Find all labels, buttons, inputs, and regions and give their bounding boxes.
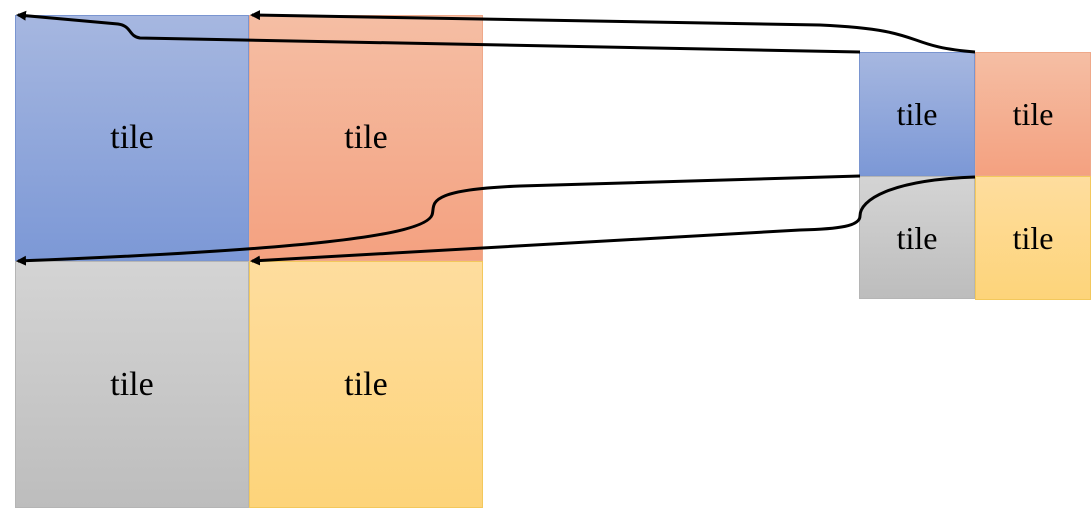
- large-tile-bottom-right-label: tile: [344, 365, 388, 403]
- small-tile-top-left-label: tile: [896, 96, 938, 132]
- large-tile-bottom-left: tile: [15, 261, 249, 508]
- small-tile-bottom-left: tile: [859, 176, 975, 299]
- large-tile-bottom-left-label: tile: [110, 365, 154, 403]
- small-tile-top-left: tile: [859, 52, 975, 176]
- small-tile-bottom-left-label: tile: [896, 219, 938, 256]
- small-tile-bottom-right: tile: [975, 176, 1091, 300]
- small-tile-top-right: tile: [975, 52, 1091, 176]
- small-tile-top-right-label: tile: [1012, 96, 1054, 132]
- small-tile-bottom-right-label: tile: [1012, 220, 1054, 256]
- large-tile-top-right: tile: [249, 15, 483, 261]
- large-tile-bottom-right: tile: [249, 261, 483, 508]
- large-tile-top-left-label: tile: [110, 119, 154, 156]
- large-tile-top-left: tile: [15, 15, 249, 261]
- large-tile-top-right-label: tile: [344, 119, 388, 156]
